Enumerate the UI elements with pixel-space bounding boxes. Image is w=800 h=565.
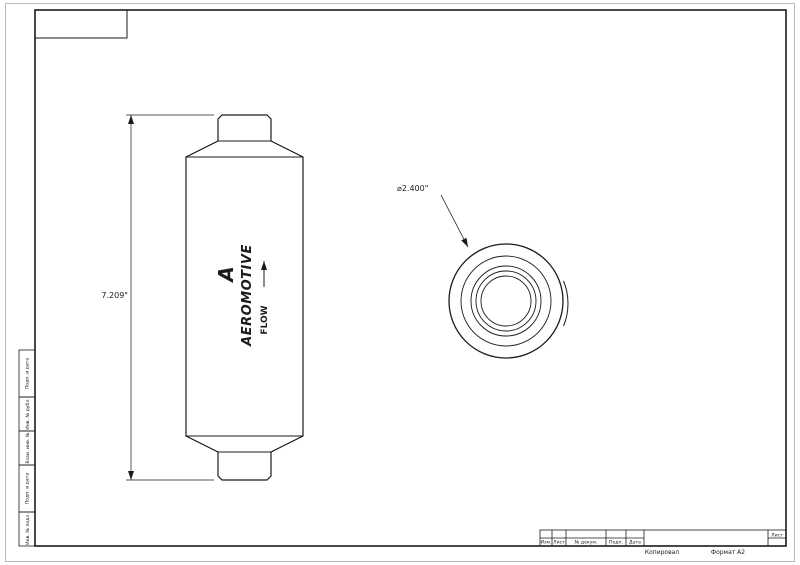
outer-diameter-circle — [448, 243, 564, 359]
top-left-stamp-box — [34, 9, 128, 39]
footer-margin-labels: Копировал Формат A2 — [645, 549, 745, 556]
end-view: ⌀2.400" — [397, 184, 569, 359]
port-boss-circle — [470, 265, 542, 337]
stamp-label: Инв. № дубл. — [25, 398, 31, 429]
diameter-dimension-text: ⌀2.400" — [397, 184, 428, 193]
retaining-clip-mark — [563, 280, 569, 327]
aeromotive-logo-text: AEROMOTIVE — [240, 244, 255, 347]
drawing-frame — [34, 9, 787, 547]
leader-line — [440, 194, 469, 248]
dimension-arrow-down — [128, 471, 134, 480]
aeromotive-logo-mark: A — [214, 266, 238, 283]
stamp-label: Подп. и дата — [25, 473, 31, 504]
diameter-dimension: ⌀2.400" — [397, 184, 469, 248]
copied-by-label: Копировал — [645, 549, 679, 556]
title-block-header: Изм. — [541, 540, 552, 546]
bore-circle — [480, 275, 532, 327]
stamp-label: Инв. № подл. — [25, 513, 31, 545]
filter-body-outline — [185, 114, 304, 481]
height-dimension-text: 7.209" — [101, 291, 128, 300]
side-view: A AEROMOTIVE FLOW 7.209" — [101, 114, 304, 481]
stamp-label: Взам. инв. № — [25, 432, 31, 463]
title-block: Изм. Лист № докум. Подп. Дата Лист — [539, 529, 787, 547]
height-dimension: 7.209" — [101, 114, 214, 481]
shoulder-circle — [460, 255, 552, 347]
thread-circle — [475, 270, 537, 332]
stamp-label: Подп. и дата — [25, 358, 31, 389]
sheet-edge — [5, 3, 795, 562]
stamp-box — [18, 511, 36, 547]
dimension-arrow-up — [128, 115, 134, 124]
format-label: Формат A2 — [711, 549, 745, 556]
flow-label: FLOW — [260, 305, 270, 334]
title-block-header: № докум. — [575, 540, 598, 546]
title-block-header: Подп. — [609, 540, 623, 546]
filter-marking: A AEROMOTIVE FLOW — [214, 244, 270, 347]
sheet-cell-label: Лист — [771, 533, 783, 539]
title-block-header: Лист — [553, 540, 565, 546]
left-stamp-column: Подп. и дата Инв. № дубл. Взам. инв. № П… — [18, 349, 36, 547]
title-block-header: Дата — [629, 540, 641, 546]
